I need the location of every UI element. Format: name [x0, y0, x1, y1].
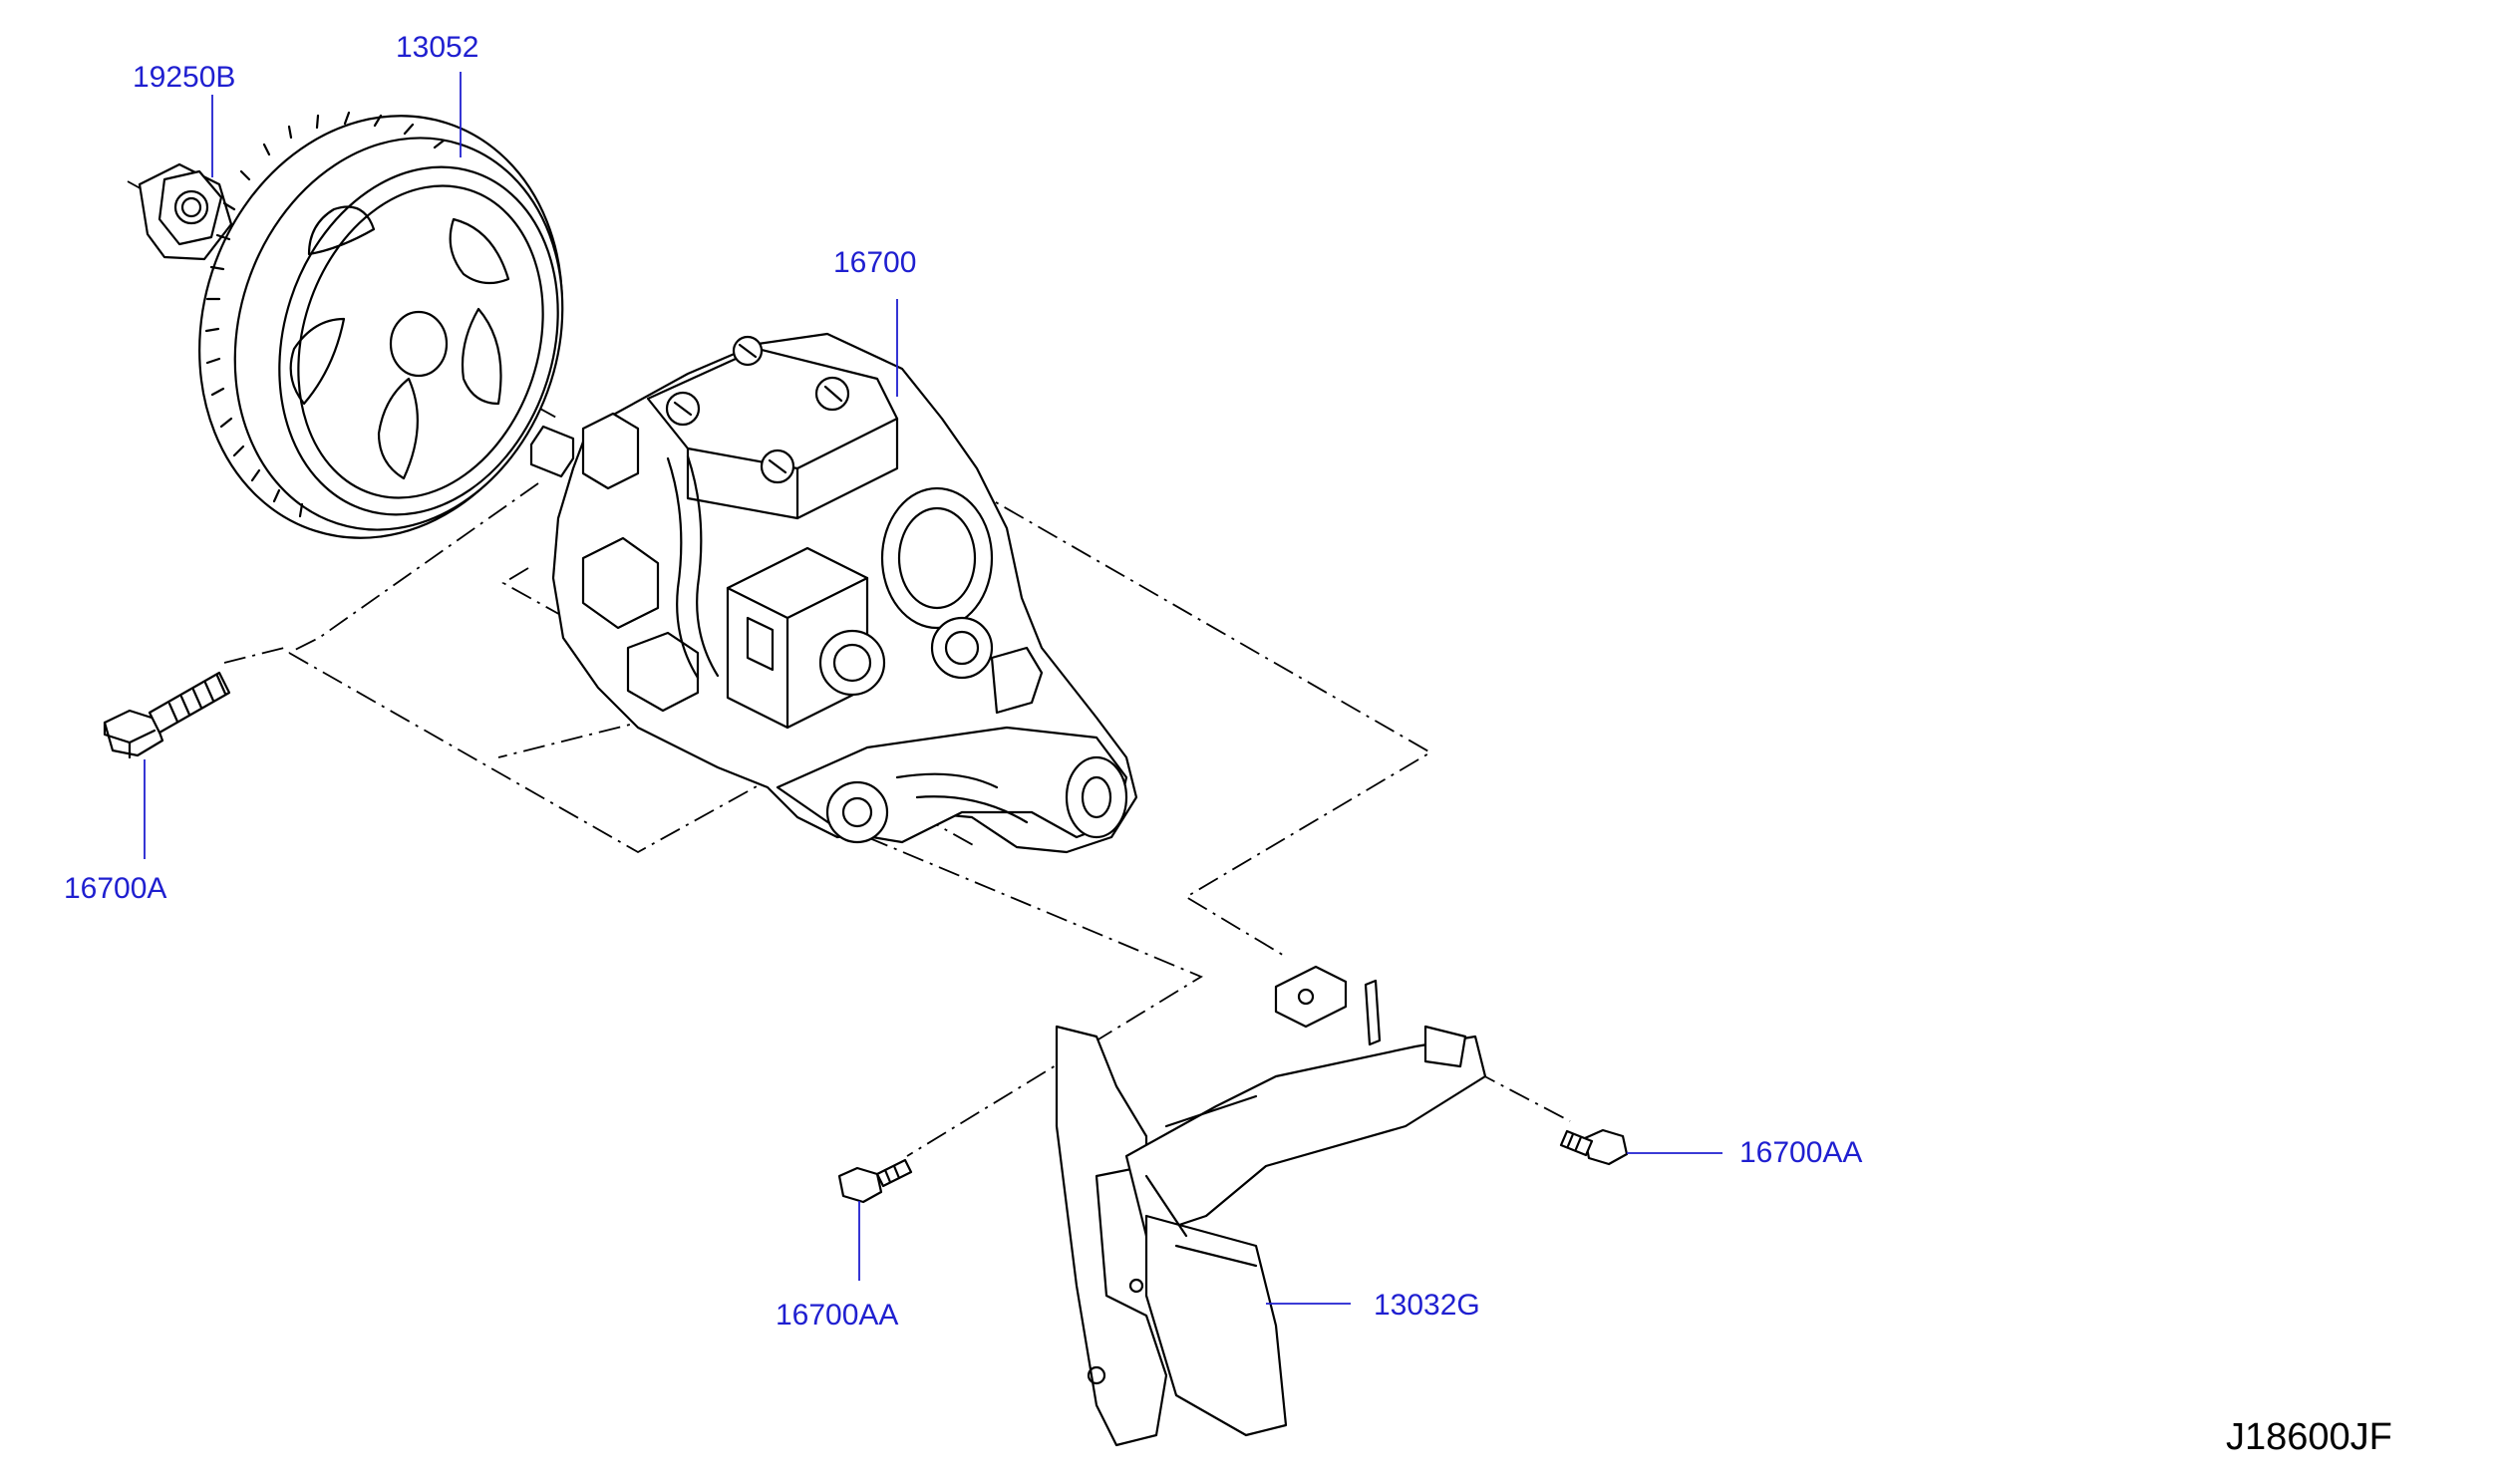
part-label-13052[interactable]: 13052: [396, 31, 479, 64]
drawing-code: J18600JF: [2226, 1416, 2392, 1458]
nut-19250B[interactable]: [138, 162, 233, 261]
part-label-16700[interactable]: 16700: [833, 246, 917, 279]
bolt-16700AA-right[interactable]: [1559, 1128, 1629, 1166]
part-label-13032G[interactable]: 13032G: [1374, 1289, 1480, 1322]
part-label-19250B[interactable]: 19250B: [133, 61, 236, 94]
part-label-16700AA-right[interactable]: 16700AA: [1739, 1136, 1863, 1169]
sprocket-13052[interactable]: [146, 69, 615, 586]
part-label-16700AA-bottom[interactable]: 16700AA: [776, 1299, 899, 1332]
bracket-13032G[interactable]: [1055, 965, 1487, 1447]
leader-lines: [144, 72, 1722, 1305]
bolt-16700AA-bottom[interactable]: [837, 1158, 913, 1204]
bolt-16700A[interactable]: [103, 671, 231, 759]
part-label-16700A[interactable]: 16700A: [64, 872, 167, 905]
fuel-injection-pump-16700[interactable]: [529, 332, 1138, 854]
